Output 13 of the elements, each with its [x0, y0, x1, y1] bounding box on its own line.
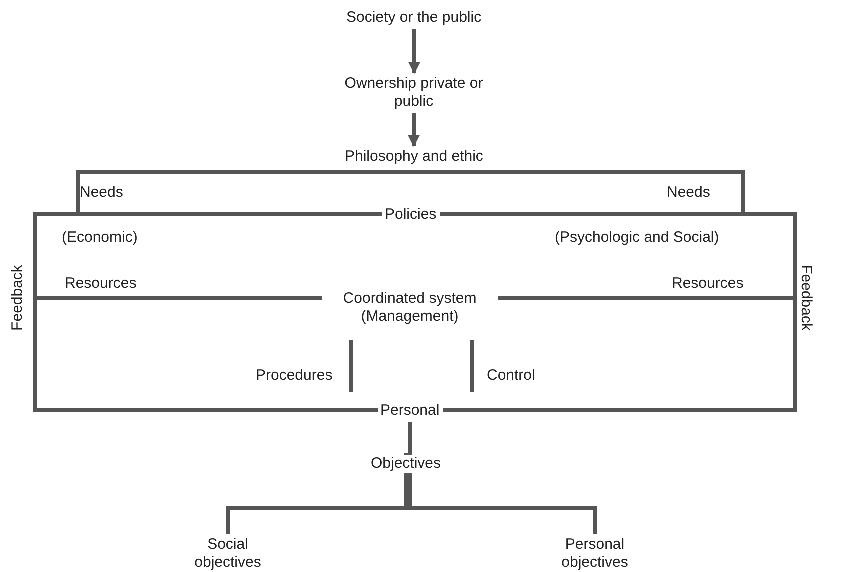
label-text: Resources: [672, 275, 744, 293]
label-text: Needs: [80, 184, 124, 202]
side-label: Feedback: [8, 265, 27, 331]
label-text: (Economic): [62, 229, 138, 247]
node-text: Coordinated system (Management): [322, 290, 498, 326]
label-text: Resources: [65, 275, 137, 293]
arrow: [408, 29, 420, 74]
label-text: Needs: [667, 184, 710, 202]
label-text: Control: [487, 367, 536, 385]
arrow: [408, 113, 420, 148]
label-text: Procedures: [256, 367, 333, 385]
label-text: (Psychologic and Social): [555, 229, 720, 247]
side-label: Feedback: [796, 265, 815, 331]
